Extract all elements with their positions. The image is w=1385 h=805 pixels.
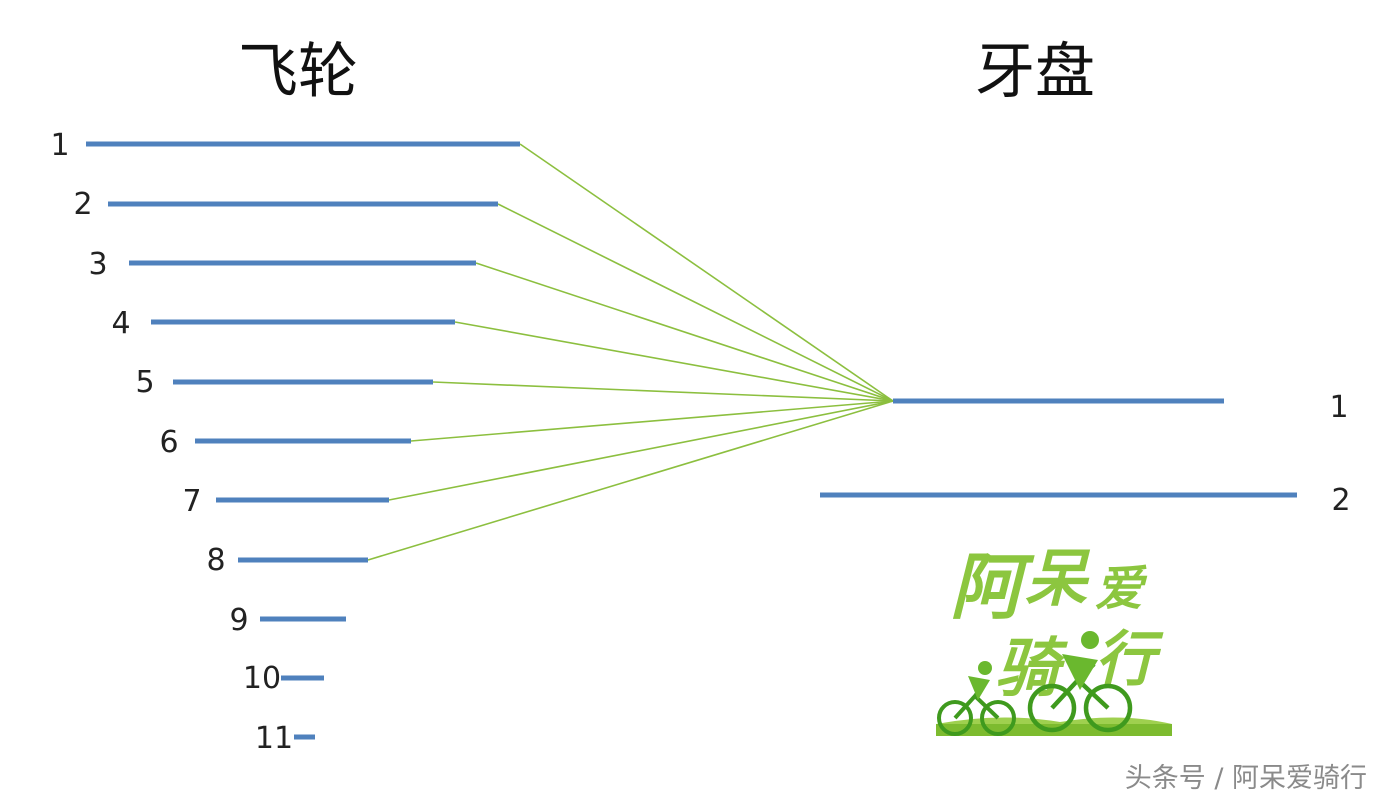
logo-char-xing: 行	[1095, 625, 1164, 695]
logo: 阿 呆 爱 骑 行	[936, 542, 1172, 736]
flywheel-label-8: 8	[206, 543, 225, 578]
flywheel-label-10: 10	[243, 661, 281, 696]
chainring-label-2: 2	[1331, 483, 1350, 518]
cyclist-icon-large	[1027, 631, 1133, 733]
flywheel-label-3: 3	[88, 247, 107, 282]
flywheel-label-7: 7	[182, 484, 201, 519]
chain-line-4	[454, 321, 894, 402]
flywheel-title: 飞轮	[238, 37, 358, 107]
flywheel-label-6: 6	[159, 425, 178, 460]
logo-char-a: 阿	[950, 544, 1035, 629]
flywheel-label-1: 1	[50, 128, 69, 163]
flywheel-label-5: 5	[135, 365, 154, 400]
chain-line-3	[475, 262, 894, 402]
chain-line-group	[367, 143, 894, 561]
chain-line-7	[388, 400, 894, 501]
logo-char-dai: 呆	[1025, 542, 1091, 615]
logo-grass	[936, 717, 1172, 724]
chainring-group: 12	[820, 390, 1351, 518]
chain-line-8	[367, 400, 894, 561]
cyclist-icon-small	[937, 661, 1016, 736]
logo-char-qi: 骑	[995, 631, 1068, 706]
flywheel-label-2: 2	[73, 187, 92, 222]
chain-line-2	[497, 203, 894, 402]
chain-line-5	[432, 381, 894, 402]
flywheel-label-9: 9	[229, 603, 248, 638]
chain-line-6	[410, 400, 894, 442]
watermark: 头条号 / 阿呆爱骑行	[1124, 763, 1367, 794]
chain-line-1	[519, 143, 894, 402]
logo-char-ai: 爱	[1095, 561, 1148, 617]
chainring-title: 牙盘	[975, 37, 1095, 107]
chainring-label-1: 1	[1329, 390, 1348, 425]
flywheel-label-11: 11	[255, 721, 293, 756]
flywheel-label-4: 4	[111, 306, 130, 341]
